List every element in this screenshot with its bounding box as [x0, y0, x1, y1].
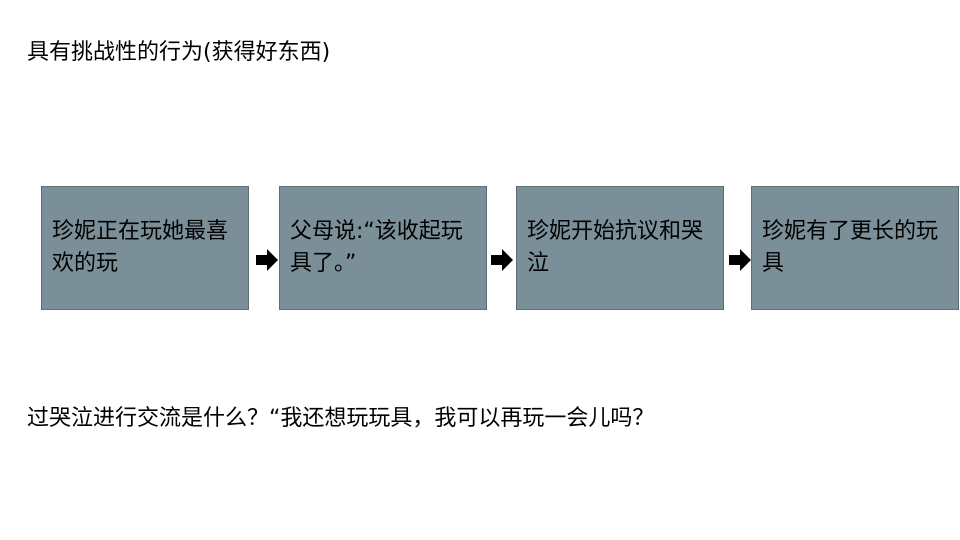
arrow-right-icon	[491, 249, 513, 271]
flow-step-3-text: 珍妮开始抗议和哭泣	[527, 219, 704, 276]
slide-title: 具有挑战性的行为(获得好东西)	[27, 40, 331, 65]
footer-question: 过哭泣进行交流是什么？“我还想玩玩具，我可以再玩一会儿吗？	[27, 406, 655, 431]
arrow-right-icon	[729, 249, 751, 271]
flow-step-2: 父母说:“该收起玩具了。”	[279, 186, 487, 310]
flow-step-1-text: 珍妮正在玩她最喜欢的玩	[52, 219, 229, 276]
flow-step-4-text: 珍妮有了更长的玩具	[762, 219, 939, 276]
flow-step-3: 珍妮开始抗议和哭泣	[516, 186, 724, 310]
arrow-right-icon	[256, 249, 278, 271]
flow-step-4: 珍妮有了更长的玩具	[751, 186, 959, 310]
flow-step-2-text: 父母说:“该收起玩具了。”	[290, 219, 463, 276]
flow-step-1: 珍妮正在玩她最喜欢的玩	[41, 186, 249, 310]
